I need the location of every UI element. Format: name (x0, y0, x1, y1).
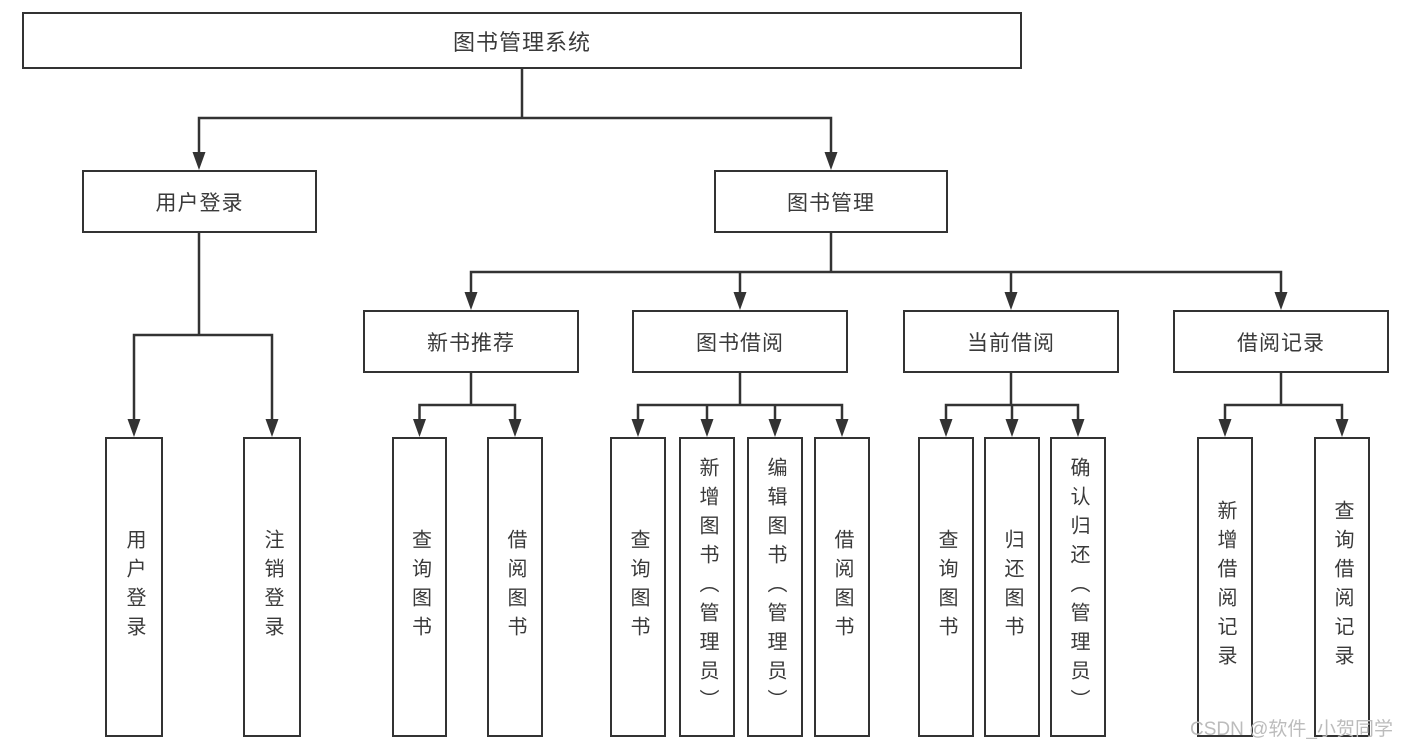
node-label: 查询图书 (935, 529, 957, 645)
node-label: 图书管理 (787, 191, 875, 215)
node-label: 当前借阅 (967, 331, 1055, 355)
leaf-edit-book-admin: 编辑图书（管理员） (747, 437, 803, 737)
node-label: 图书管理系统 (452, 29, 591, 55)
node-label: 归还图书 (1001, 529, 1023, 645)
node-book-borrowing: 图书借阅 (632, 310, 848, 373)
node-label: 查询图书 (627, 529, 649, 645)
node-label: 图书借阅 (696, 331, 784, 355)
leaf-add-book-admin: 新增图书（管理员） (679, 437, 735, 737)
node-label: 编辑图书（管理员） (764, 456, 786, 718)
node-label: 新书推荐 (427, 331, 515, 355)
leaf-query-books-current: 查询图书 (918, 437, 974, 737)
node-label: 用户登录 (155, 191, 244, 215)
node-current-borrowing: 当前借阅 (903, 310, 1119, 373)
node-book-management: 图书管理 (714, 170, 948, 233)
node-label: 查询借阅记录 (1331, 500, 1353, 674)
node-borrowing-records: 借阅记录 (1173, 310, 1389, 373)
leaf-user-login: 用户登录 (105, 437, 163, 737)
node-new-book-recommend: 新书推荐 (363, 310, 579, 373)
node-label: 确认归还（管理员） (1067, 456, 1089, 718)
leaf-borrow-books: 借阅图书 (814, 437, 870, 737)
node-label: 注销登录 (261, 529, 283, 645)
node-label: 用户登录 (123, 529, 145, 645)
leaf-query-books-recommend: 查询图书 (392, 437, 447, 737)
watermark: CSDN @软件_小贺同学 (1190, 719, 1393, 740)
leaf-return-books: 归还图书 (984, 437, 1040, 737)
leaf-logout: 注销登录 (243, 437, 301, 737)
node-label: 查询图书 (408, 529, 431, 645)
node-label: 新增借阅记录 (1214, 500, 1236, 674)
node-label: 借阅记录 (1237, 331, 1325, 355)
node-library-system: 图书管理系统 (22, 12, 1022, 69)
arrowheads (127, 152, 1349, 437)
leaf-query-books-borrow: 查询图书 (610, 437, 666, 737)
node-label: 借阅图书 (831, 529, 853, 645)
leaf-add-borrow-record: 新增借阅记录 (1197, 437, 1253, 737)
node-label: 借阅图书 (504, 529, 526, 645)
leaf-query-borrow-record: 查询借阅记录 (1314, 437, 1370, 737)
node-label: 新增图书（管理员） (696, 456, 718, 718)
leaf-confirm-return-admin: 确认归还（管理员） (1050, 437, 1106, 737)
leaf-borrow-books-recommend: 借阅图书 (487, 437, 543, 737)
node-user-login: 用户登录 (82, 170, 317, 233)
